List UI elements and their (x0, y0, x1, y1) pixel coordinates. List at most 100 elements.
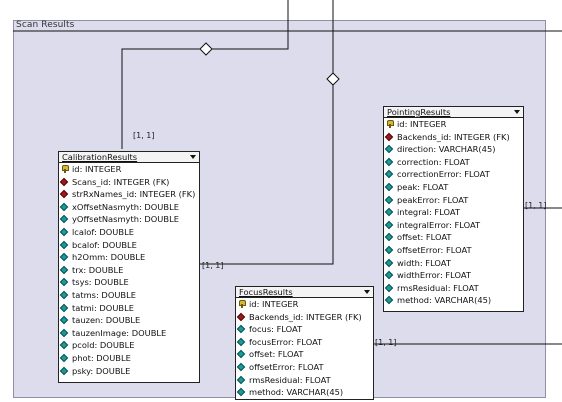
column-label: peak: FLOAT (397, 181, 449, 192)
table-column-row[interactable]: phot: DOUBLE (59, 352, 199, 365)
column-label: strRxNames_id: INTEGER (FK) (72, 189, 196, 200)
table-column-row[interactable]: offset: FLOAT (384, 231, 523, 244)
table-column-row[interactable]: bcalof: DOUBLE (59, 239, 199, 252)
table-header[interactable]: FocusResults (236, 287, 373, 298)
table-column-row[interactable]: yOffsetNasmyth: DOUBLE (59, 213, 199, 226)
column-icon (59, 202, 69, 212)
table-column-row[interactable]: strRxNames_id: INTEGER (FK) (59, 188, 199, 201)
column-label: correction: FLOAT (397, 156, 470, 167)
table-column-row[interactable]: method: VARCHAR(45) (384, 294, 523, 307)
column-icon (59, 278, 69, 287)
table-column-row[interactable]: integral: FLOAT (384, 206, 523, 219)
table-header[interactable]: CalibrationResults (59, 152, 199, 163)
column-label: focusError: FLOAT (249, 336, 323, 347)
column-label: method: VARCHAR(45) (397, 295, 492, 306)
column-label: direction: VARCHAR(45) (397, 144, 496, 155)
column-label: id: INTEGER (72, 164, 122, 174)
column-label: tsys: DOUBLE (72, 277, 129, 288)
table-column-row[interactable]: offsetError: FLOAT (384, 244, 523, 257)
column-icon (59, 328, 69, 337)
column-list: id: INTEGER Scans_id: INTEGER (FK) strRxNa… (59, 163, 199, 377)
column-icon (384, 220, 394, 229)
table-column-row[interactable]: method: VARCHAR(45) (236, 386, 373, 399)
table-column-row[interactable]: correction: FLOAT (384, 156, 523, 169)
table-column-row[interactable]: id: INTEGER (59, 163, 199, 176)
dropdown-triangle-icon[interactable] (190, 155, 196, 159)
table-column-row[interactable]: focus: FLOAT (236, 323, 373, 336)
table-column-row[interactable]: peakError: FLOAT (384, 194, 523, 207)
column-icon (59, 341, 69, 350)
table-column-row[interactable]: Backends_id: INTEGER (FK) (236, 311, 373, 324)
column-label: width: FLOAT (397, 257, 451, 268)
column-label: pcold: DOUBLE (72, 340, 135, 351)
table-header[interactable]: PointingResults (384, 107, 523, 118)
column-icon (59, 315, 69, 325)
column-label: offsetError: FLOAT (397, 244, 472, 255)
column-label: Backends_id: INTEGER (FK) (249, 311, 362, 322)
column-label: Backends_id: INTEGER (FK) (397, 131, 510, 142)
table-column-row[interactable]: xOffsetNasmyth: DOUBLE (59, 201, 199, 214)
column-icon (236, 324, 246, 334)
table-column-row[interactable]: tatmi: DOUBLE (59, 302, 199, 315)
dropdown-triangle-icon[interactable] (364, 290, 370, 294)
table-column-row[interactable]: pcold: DOUBLE (59, 339, 199, 352)
column-icon (59, 227, 69, 237)
table-title: FocusResults (239, 287, 293, 297)
table-column-row[interactable]: id: INTEGER (236, 298, 373, 311)
calibration-diamond-icon (199, 42, 213, 56)
column-icon (384, 144, 394, 154)
table-column-row[interactable]: correctionError: FLOAT (384, 168, 523, 181)
table-column-row[interactable]: widthError: FLOAT (384, 269, 523, 282)
column-icon (59, 303, 69, 312)
primary-key-icon (61, 165, 69, 173)
table-column-row[interactable]: tauzenImage: DOUBLE (59, 327, 199, 340)
column-label: trx: DOUBLE (72, 264, 124, 275)
column-icon (59, 366, 69, 375)
calibration-relationship-line (212, 0, 289, 50)
column-icon (236, 387, 246, 397)
column-label: offsetError: FLOAT (249, 361, 324, 372)
table-column-row[interactable]: direction: VARCHAR(45) (384, 143, 523, 156)
table-column-row[interactable]: rmsResidual: FLOAT (384, 282, 523, 295)
column-label: widthError: FLOAT (397, 270, 471, 281)
column-label: offset: FLOAT (397, 232, 452, 243)
table-column-row[interactable]: tatms: DOUBLE (59, 289, 199, 302)
column-label: yOffsetNasmyth: DOUBLE (72, 214, 179, 225)
table-title: CalibrationResults (62, 152, 138, 162)
table-column-row[interactable]: peak: FLOAT (384, 181, 523, 194)
table-column-row[interactable]: h2Omm: DOUBLE (59, 251, 199, 264)
scan-relationship-line-lower (199, 85, 334, 265)
table-column-row[interactable]: tsys: DOUBLE (59, 276, 199, 289)
column-label: tatmi: DOUBLE (72, 302, 134, 313)
table-calibration-results[interactable]: CalibrationResults id: INTEGER Scans_id: … (58, 151, 200, 383)
column-icon (384, 207, 394, 217)
table-column-row[interactable]: psky: DOUBLE (59, 365, 199, 378)
column-icon (384, 283, 394, 292)
column-icon (384, 296, 394, 305)
table-column-row[interactable]: lcalof: DOUBLE (59, 226, 199, 239)
table-column-row[interactable]: Backends_id: INTEGER (FK) (384, 131, 523, 144)
primary-key-icon (238, 300, 246, 308)
table-column-row[interactable]: Scans_id: INTEGER (FK) (59, 176, 199, 189)
table-column-row[interactable]: offsetError: FLOAT (236, 361, 373, 374)
multiplicity-calibration-top: [1, 1] (133, 131, 155, 140)
table-column-row[interactable]: offset: FLOAT (236, 348, 373, 361)
column-icon (59, 240, 69, 249)
calibration-relationship-line-lower (121, 48, 200, 149)
table-column-row[interactable]: width: FLOAT (384, 257, 523, 270)
table-column-row[interactable]: id: INTEGER (384, 118, 523, 131)
table-column-row[interactable]: trx: DOUBLE (59, 264, 199, 277)
primary-key-icon (386, 120, 394, 128)
column-label: Scans_id: INTEGER (FK) (72, 176, 170, 187)
table-column-row[interactable]: tauzen: DOUBLE (59, 314, 199, 327)
dropdown-triangle-icon[interactable] (514, 110, 520, 114)
table-column-row[interactable]: focusError: FLOAT (236, 336, 373, 349)
table-column-row[interactable]: integralError: FLOAT (384, 219, 523, 232)
column-icon (384, 170, 394, 179)
table-column-row[interactable]: rmsResidual: FLOAT (236, 374, 373, 387)
